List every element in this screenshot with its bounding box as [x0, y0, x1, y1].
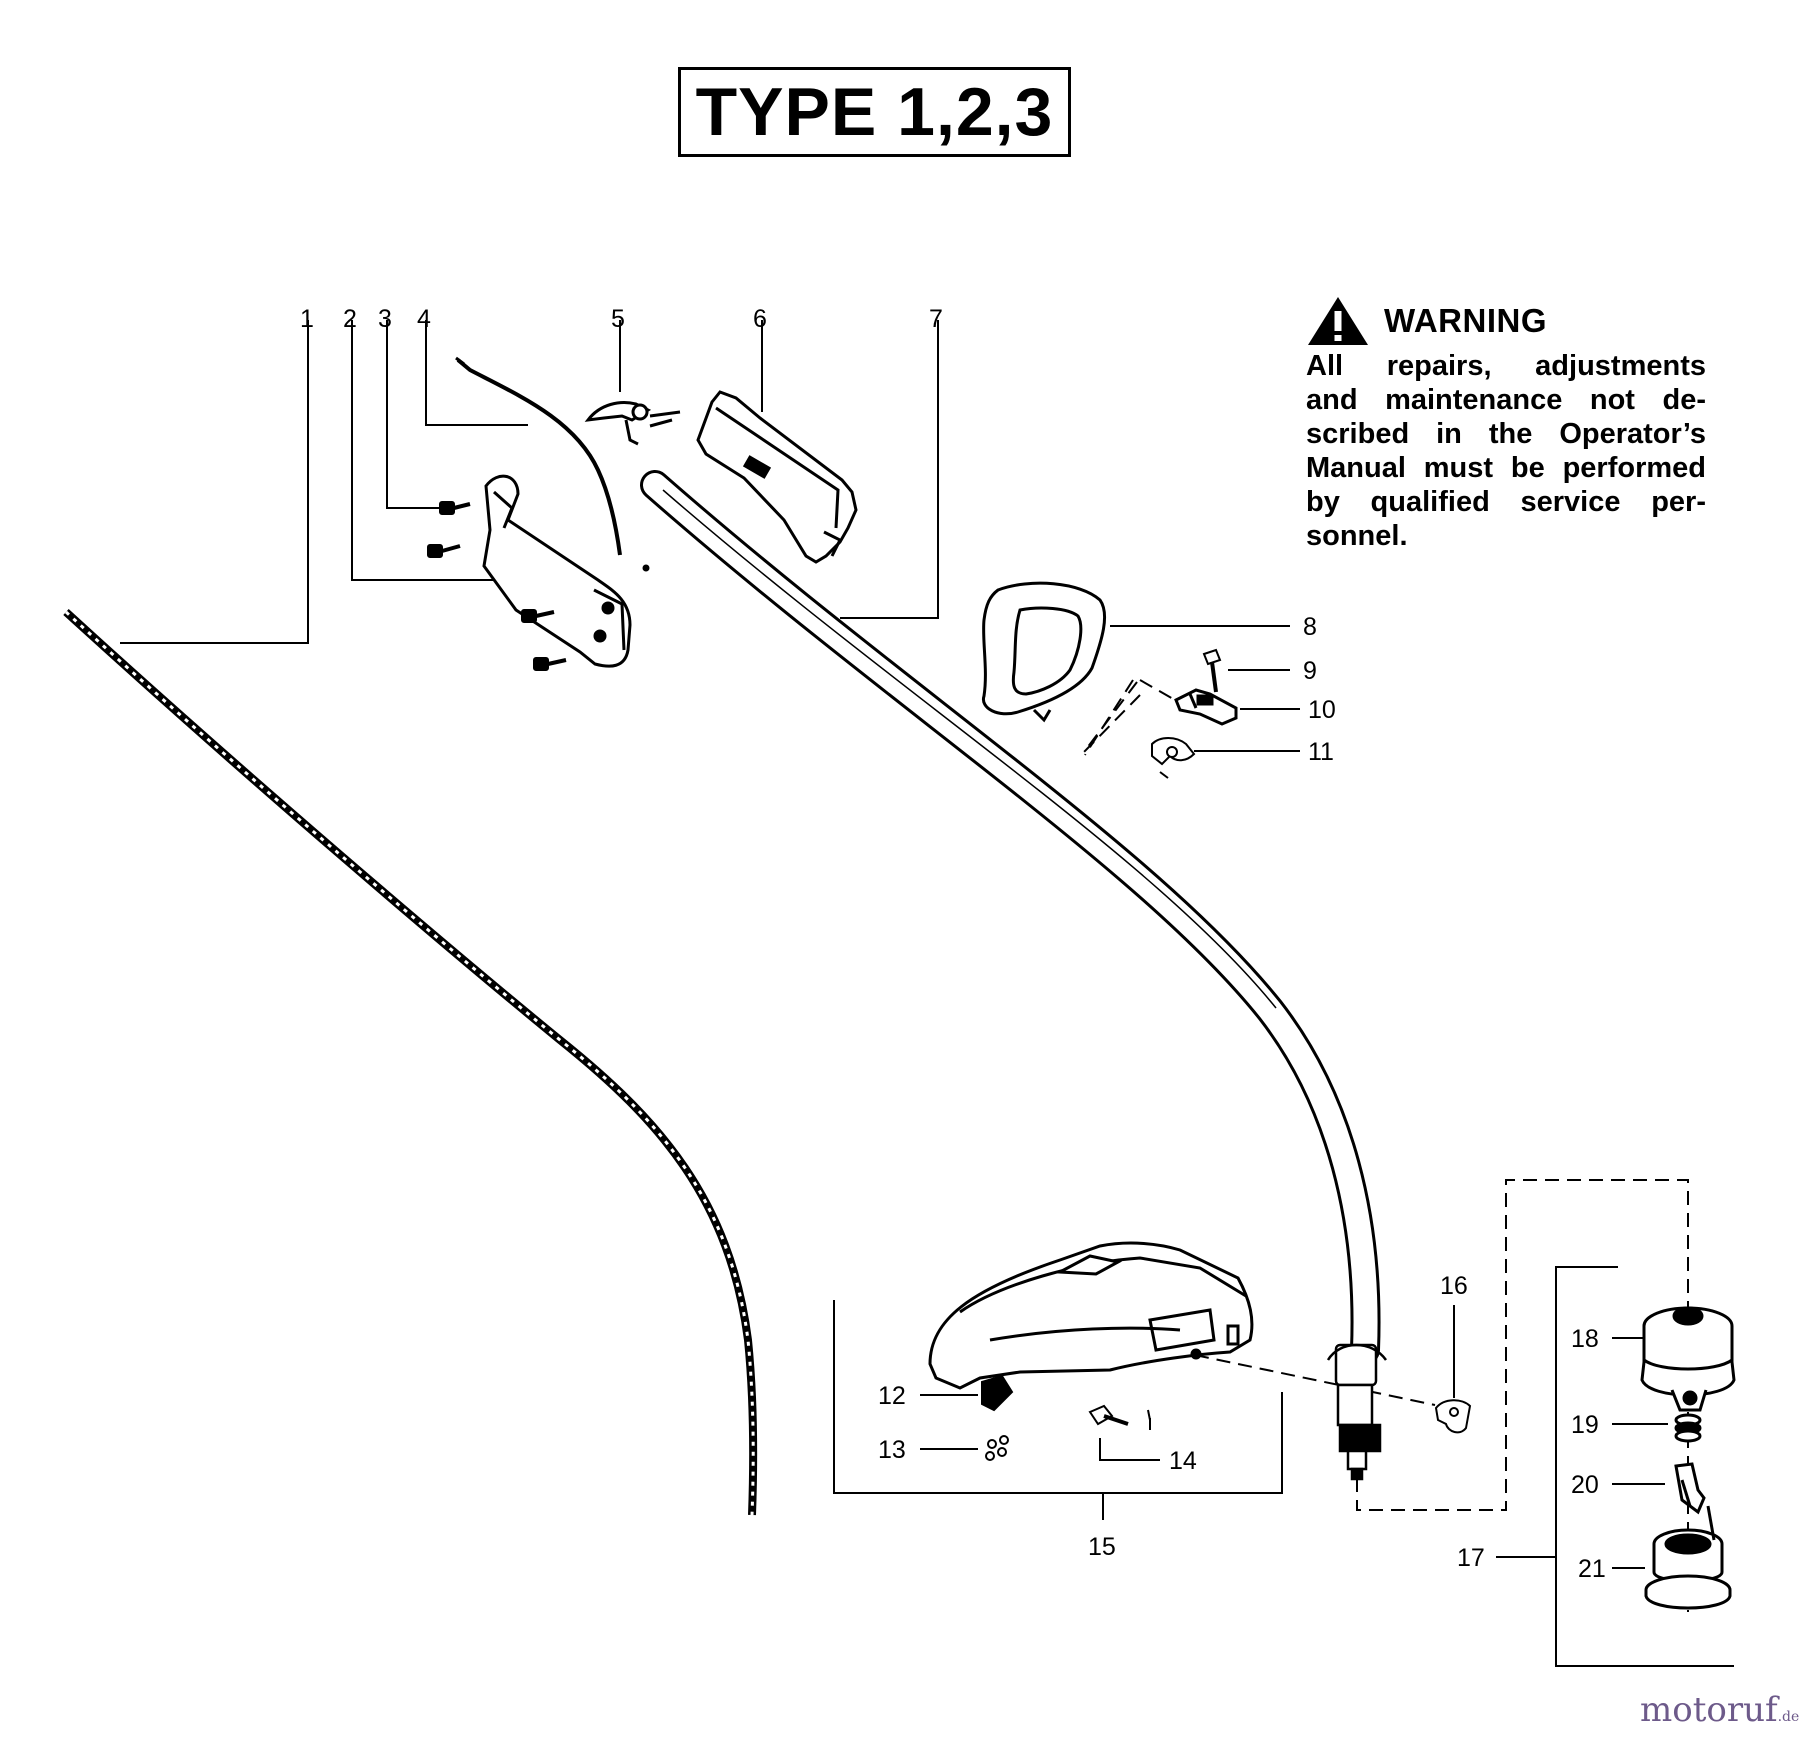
dashed-assembly-line [1083, 681, 1141, 753]
warning-notice: WARNING All repairs, adjustments and mai… [1306, 295, 1706, 553]
callout-number: 6 [753, 305, 767, 333]
drive-cable-part [63, 609, 758, 1516]
shaft-coupler-part [1326, 1343, 1388, 1481]
clamp-part [1174, 688, 1238, 726]
warning-line: by qualified service per- [1306, 486, 1706, 518]
callout-number: 13 [878, 1436, 906, 1464]
warning-line: Manual must be performed [1306, 452, 1706, 484]
leader-line-3 [386, 320, 440, 509]
carriage-bolt-part [1088, 1404, 1129, 1426]
leader-line-2 [351, 320, 520, 581]
callout-number: 15 [1088, 1533, 1116, 1561]
callout-number: 7 [929, 305, 943, 333]
diagram-title: TYPE 1,2,3 [678, 67, 1071, 157]
dashed-assembly-line [1084, 679, 1134, 756]
callout-number: 11 [1308, 738, 1334, 766]
title-text: TYPE 1,2,3 [695, 74, 1054, 150]
wing-nut-16-part [1434, 1399, 1472, 1434]
wing-nut-part [1151, 737, 1196, 779]
warning-body: All repairs, adjustments and maintenance… [1306, 349, 1706, 553]
warning-title: WARNING [1384, 302, 1547, 339]
warning-triangle-icon [1308, 297, 1368, 345]
warning-line: scribed in the Operator’s [1306, 418, 1706, 450]
throttle-cable-part [455, 356, 650, 572]
warning-line: and maintenance not de- [1306, 384, 1706, 416]
callout-number: 9 [1303, 657, 1317, 685]
callout-number: 17 [1457, 1544, 1485, 1572]
watermark-suffix: .de [1777, 1709, 1800, 1725]
warning-header: WARNING [1306, 295, 1706, 347]
callout-number: 5 [611, 305, 625, 333]
warning-line: sonnel. [1306, 520, 1408, 552]
bolt-part [1202, 648, 1222, 693]
leader-line-7 [840, 320, 939, 619]
shaft-tube-part [640, 470, 1381, 1365]
leader-line-1 [120, 320, 309, 644]
bracket-17 [1555, 1266, 1734, 1667]
callout-number: 1 [300, 305, 314, 333]
spring-part [1674, 1413, 1702, 1443]
callout-number: 21 [1578, 1555, 1606, 1583]
callout-numbers: 1 2 3 4 5 6 7 8 9 10 11 12 13 14 15 16 1… [300, 305, 1606, 1583]
watermark-brand: motoruf [1640, 1690, 1778, 1730]
clip-part [981, 1374, 1014, 1412]
dashed-assembly-line [1194, 1354, 1436, 1406]
bracket-15 [833, 1300, 1283, 1494]
callout-number: 18 [1571, 1325, 1599, 1353]
callout-number: 8 [1303, 613, 1317, 641]
leader-line-4 [425, 320, 528, 426]
spool-insert-part [1674, 1462, 1706, 1515]
loop-handle-part [982, 581, 1107, 723]
warning-line: All repairs, adjustments [1306, 350, 1706, 382]
watermark: motoruf.de [1640, 1690, 1799, 1730]
callout-number: 19 [1571, 1411, 1599, 1439]
handle-housing-part [482, 474, 632, 668]
callout-number: 4 [417, 305, 431, 333]
callout-number: 14 [1169, 1447, 1197, 1475]
spool-part [1644, 1505, 1732, 1610]
trigger-housing-part [696, 390, 858, 564]
leader-line-14 [1099, 1438, 1160, 1461]
callout-number: 12 [878, 1382, 906, 1410]
small-screw-parts [985, 1435, 1009, 1461]
callout-number: 20 [1571, 1471, 1599, 1499]
screw-parts [427, 501, 567, 671]
callout-number: 16 [1440, 1272, 1468, 1300]
guard-part [928, 1241, 1254, 1390]
throttle-trigger-part [584, 401, 681, 446]
callout-number: 2 [343, 305, 357, 333]
callout-number: 3 [378, 305, 392, 333]
trimmer-head-housing-part [1640, 1306, 1736, 1412]
dashed-assembly-line [1139, 679, 1176, 701]
dashed-assembly-line [1356, 1179, 1689, 1511]
callout-number: 10 [1308, 696, 1336, 724]
dashed-assembly-line [1147, 1409, 1151, 1421]
